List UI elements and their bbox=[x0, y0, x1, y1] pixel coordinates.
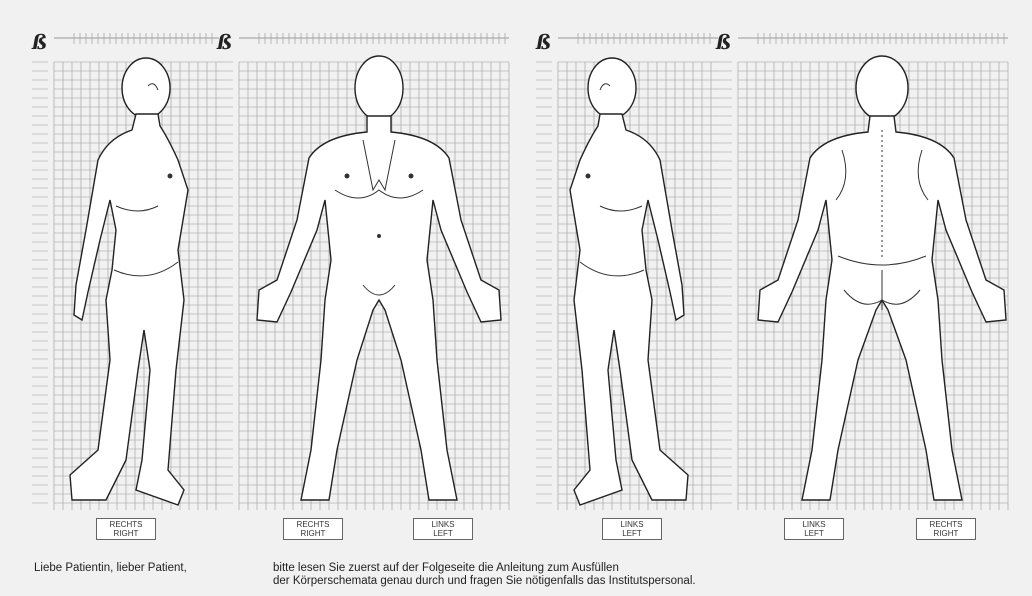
back-label-left: LINKSLEFT bbox=[784, 518, 844, 540]
body-figure-front bbox=[213, 30, 513, 550]
footer-instructions: bitte lesen Sie zuerst auf der Folgeseit… bbox=[273, 562, 696, 588]
body-figure-back bbox=[712, 30, 1012, 550]
back-label-right: RECHTSRIGHT bbox=[916, 518, 976, 540]
body-figure-side-left bbox=[532, 30, 722, 550]
footer-greeting: Liebe Patientin, lieber Patient, bbox=[34, 562, 187, 574]
front-label-right: RECHTSRIGHT bbox=[283, 518, 343, 540]
side-label-right: RECHTSRIGHT bbox=[96, 518, 156, 540]
panel-back: ß LINKSLEFT RECHTSRIGHT bbox=[712, 30, 1012, 550]
panel-side-left: ß LINKSLEFT bbox=[532, 30, 722, 550]
footer-line-2: der Körperschemata genau durch und frage… bbox=[273, 575, 696, 588]
front-label-left: LINKSLEFT bbox=[413, 518, 473, 540]
side-label-left: LINKSLEFT bbox=[602, 518, 662, 540]
panel-front: ß RECHTSRIGHT LINKSLEFT bbox=[213, 30, 513, 550]
footer-line-1: bitte lesen Sie zuerst auf der Folgeseit… bbox=[273, 562, 696, 575]
body-figure-side-right bbox=[28, 30, 223, 550]
panel-side-right: ß RECHTSRIGHT bbox=[28, 30, 223, 550]
